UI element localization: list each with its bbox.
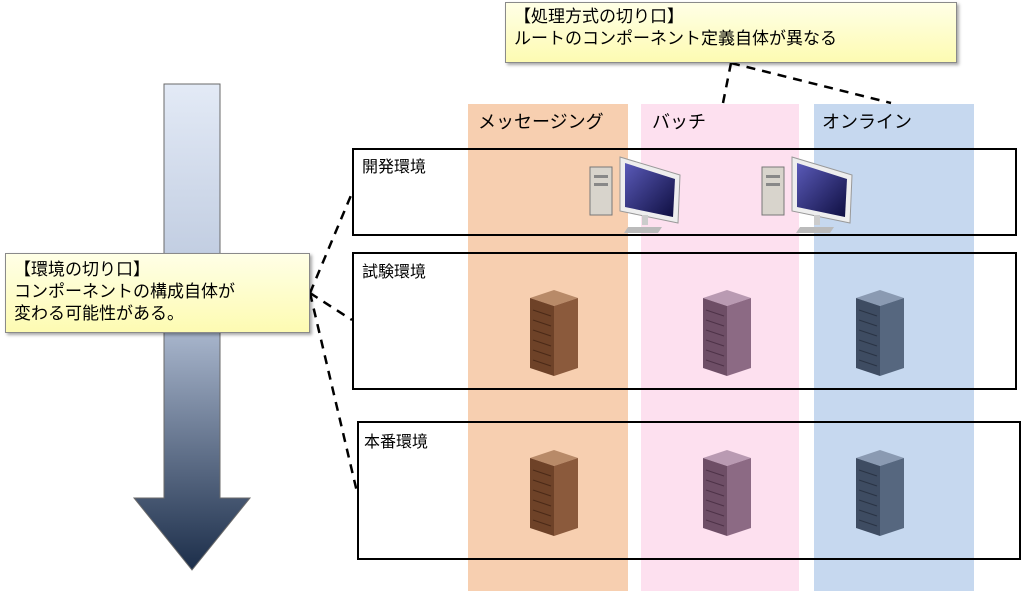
callout-process-body: ルートのコンポーネント定義自体が異なる <box>514 29 837 49</box>
server-icon-blue <box>856 450 904 536</box>
column-label-messaging: メッセージング <box>478 112 604 133</box>
column-label-batch: バッチ <box>652 112 706 133</box>
callout-environment-line1: コンポーネントの構成自体が <box>14 282 235 302</box>
server-icon-brown <box>530 290 578 376</box>
workstation-icon <box>761 156 853 233</box>
env-label-prod: 本番環境 <box>364 432 429 451</box>
callout-process-perspective: 【処理方式の切り口】 ルートのコンポーネント定義自体が異なる <box>505 2 957 63</box>
server-icon-blue <box>856 290 904 376</box>
server-icon-purple <box>703 290 751 376</box>
callout-environment-line2: 変わる可能性がある。 <box>14 304 184 324</box>
callout-environment-title: 【環境の切り口】 <box>14 260 150 280</box>
env-box-test <box>352 252 1017 390</box>
server-icon-purple <box>703 450 751 536</box>
env-label-test: 試験環境 <box>362 262 427 281</box>
env-box-dev <box>352 148 1017 236</box>
column-label-online: オンライン <box>822 112 912 133</box>
workstation-icon <box>589 156 681 233</box>
server-icon-brown <box>530 450 578 536</box>
callout-process-title: 【処理方式の切り口】 <box>514 7 684 27</box>
env-box-prod <box>357 421 1021 560</box>
env-label-dev: 開発環境 <box>362 157 427 176</box>
callout-environment-perspective: 【環境の切り口】 コンポーネントの構成自体が 変わる可能性がある。 <box>5 253 310 333</box>
